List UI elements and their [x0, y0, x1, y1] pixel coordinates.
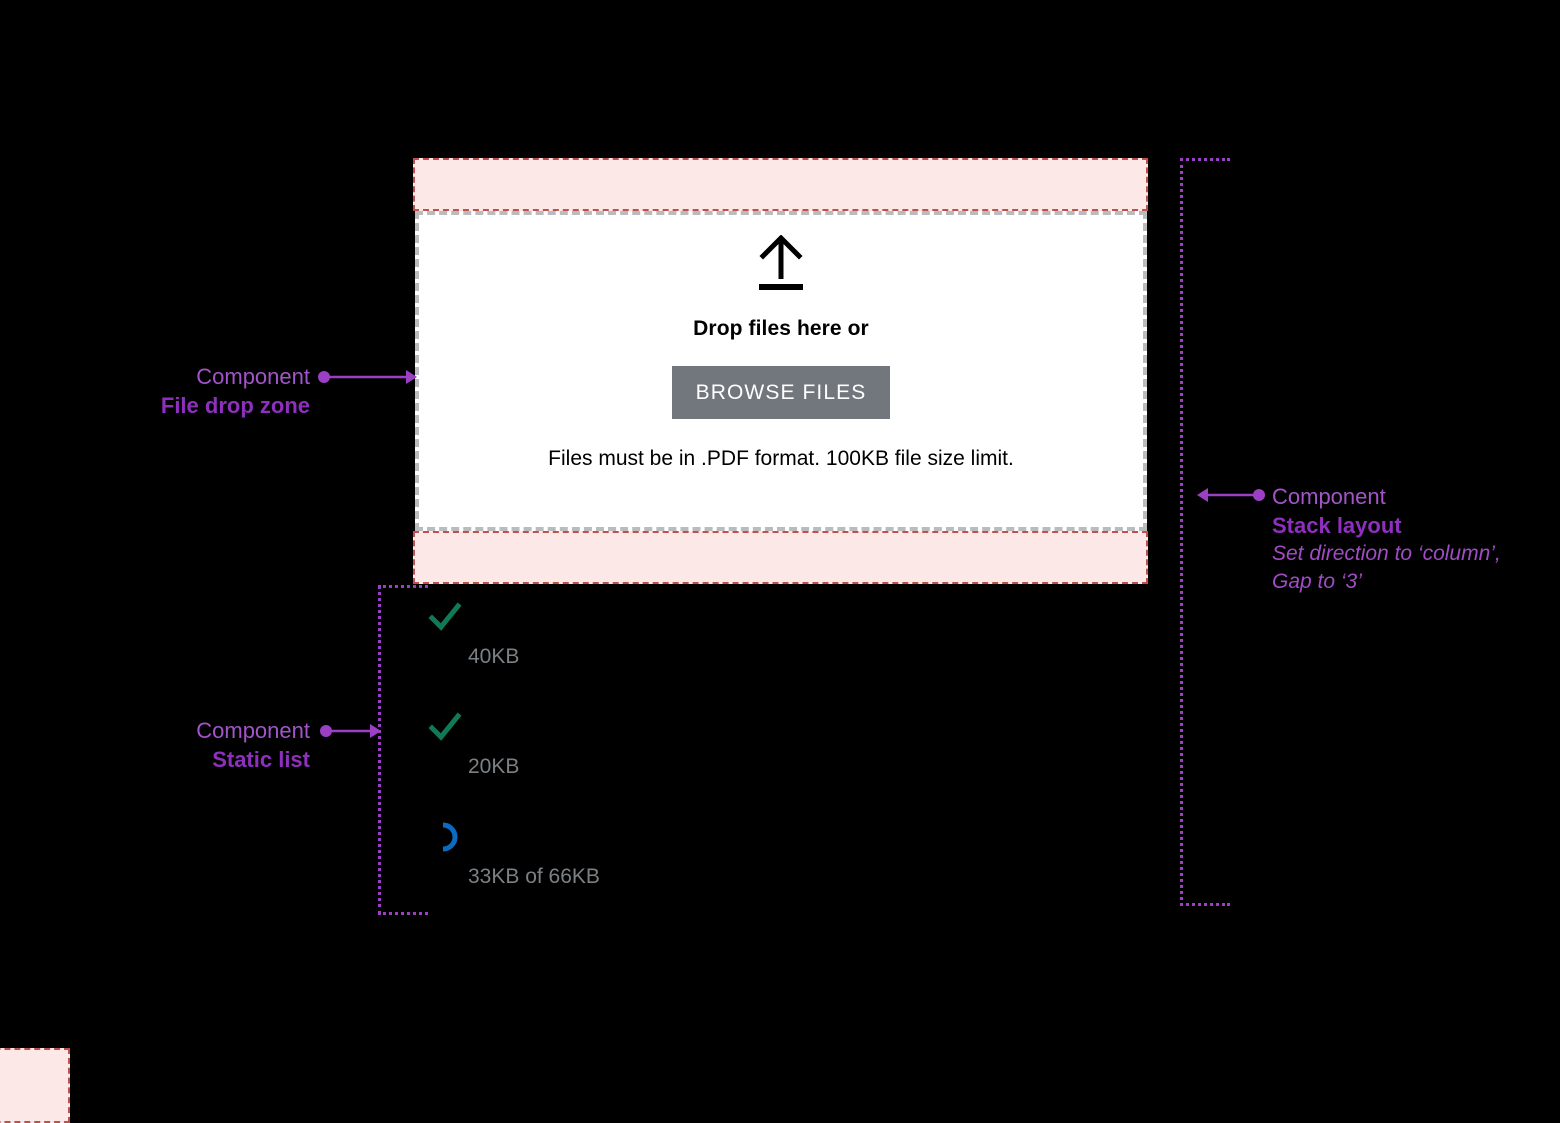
- spacing-guide-legend-swatch: [0, 1048, 70, 1123]
- connector-arrow-static-list: [320, 724, 381, 738]
- annotation-kind: Component: [196, 718, 310, 743]
- annotation-name: Stack layout: [1272, 513, 1402, 539]
- annotation-file-drop-zone: Component File drop zone: [100, 362, 310, 420]
- static-file-list: 40KB 20KB 33KB of 66KB: [428, 600, 1128, 930]
- list-item[interactable]: 33KB of 66KB: [428, 820, 1128, 930]
- connector-arrow-file-drop-zone: [318, 370, 417, 384]
- file-upload-progress-label: 33KB of 66KB: [468, 865, 600, 888]
- spinner-icon: [442, 822, 458, 852]
- annotation-kind: Component: [196, 364, 310, 389]
- drop-zone-hint-text: Files must be in .PDF format. 100KB file…: [548, 447, 1014, 470]
- static-list-bracket: [378, 585, 428, 915]
- upload-arrow-icon: [759, 235, 803, 290]
- check-icon: [428, 602, 462, 631]
- file-size-label: 20KB: [468, 755, 520, 778]
- connector-arrow-stack-layout: [1197, 488, 1265, 502]
- file-drop-zone[interactable]: Drop files here or BROWSE FILES Files mu…: [415, 211, 1147, 531]
- check-icon: [428, 712, 462, 741]
- list-item[interactable]: 40KB: [428, 600, 1128, 710]
- stack-layout-bracket: [1180, 158, 1230, 906]
- annotation-name: File drop zone: [160, 393, 310, 419]
- annotation-kind: Component: [1272, 484, 1386, 509]
- spacing-guide-top: [413, 158, 1148, 211]
- annotation-static-list: Component Static list: [60, 716, 310, 774]
- annotation-stack-layout: Component Stack layout Set direction to …: [1272, 482, 1522, 596]
- annotation-name: Static list: [212, 747, 310, 773]
- spacing-guide-bottom: [413, 531, 1148, 584]
- list-item[interactable]: 20KB: [428, 710, 1128, 820]
- browse-files-button[interactable]: BROWSE FILES: [671, 366, 891, 419]
- drop-zone-title: Drop files here or: [693, 317, 869, 340]
- file-size-label: 40KB: [468, 645, 520, 668]
- annotation-note: Set direction to ‘column’, Gap to ‘3’: [1272, 542, 1501, 593]
